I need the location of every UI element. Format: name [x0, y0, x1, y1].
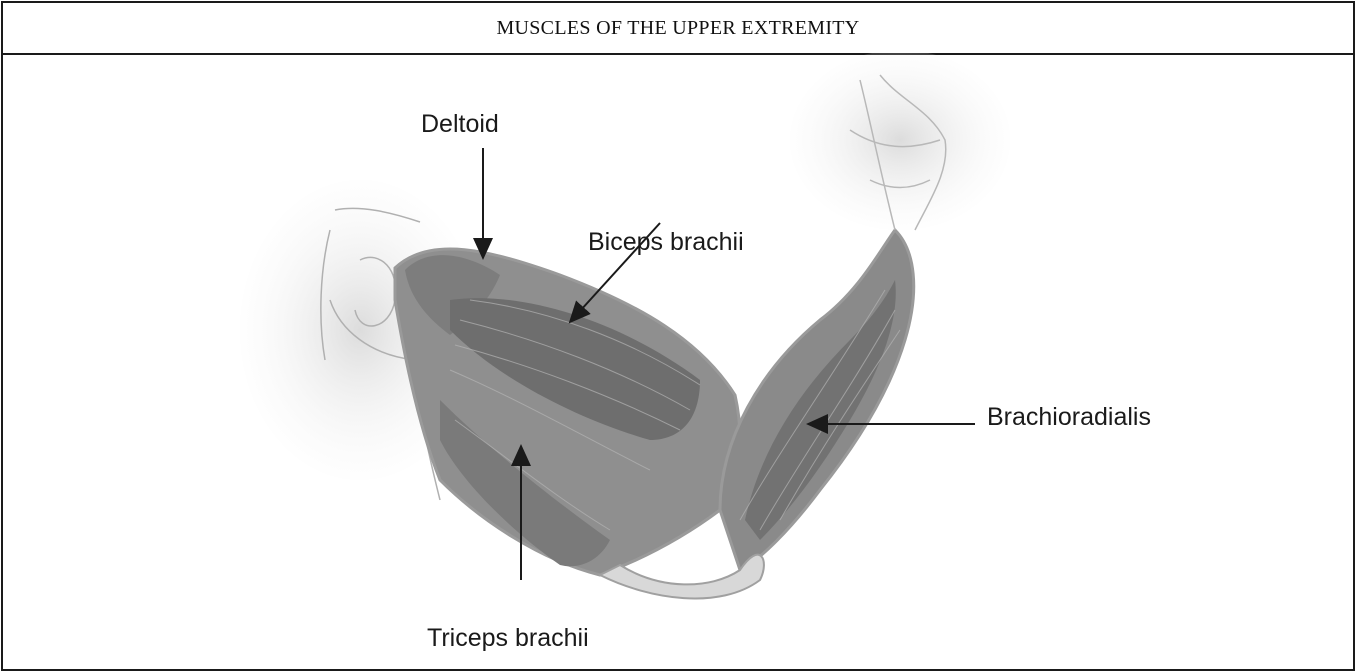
triceps-label: Triceps brachii	[427, 624, 589, 653]
figure-labels: Deltoid Biceps brachii Brachioradialis T…	[0, 52, 1350, 672]
brachioradialis-label: Brachioradialis	[987, 403, 1151, 432]
deltoid-label: Deltoid	[421, 110, 499, 139]
biceps-label: Biceps brachii	[588, 228, 744, 257]
